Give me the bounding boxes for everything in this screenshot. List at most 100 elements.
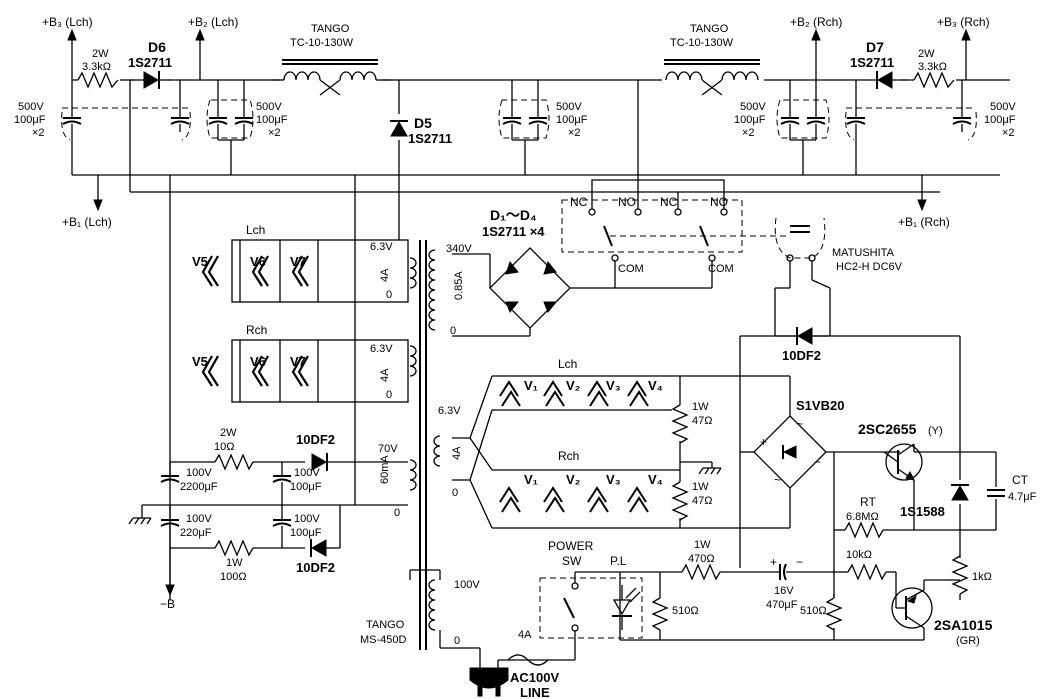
label-sec-70v: 70V bbox=[378, 443, 398, 455]
label-1s1588: 1S1588 bbox=[900, 504, 945, 519]
label-choke-left-brand: TANGO bbox=[311, 23, 350, 35]
label-fil-r1-1w: 1W bbox=[692, 401, 709, 413]
label-c470-uf: 470μF bbox=[766, 599, 798, 611]
label-neg-c2-v: 100V bbox=[294, 467, 320, 479]
label-neg-d1: 10DF2 bbox=[296, 432, 335, 447]
label-v1-rch: V₁ bbox=[524, 472, 538, 487]
ground-bus-top bbox=[72, 80, 1000, 600]
label-v5-lch: V5 bbox=[192, 254, 208, 269]
label-sw: SW bbox=[562, 554, 582, 568]
label-cap-x2-5: ×2 bbox=[1002, 127, 1015, 139]
label-cap-x2-1: ×2 bbox=[32, 127, 45, 139]
label-xfmr-brand: TANGO bbox=[366, 619, 405, 631]
label-b3-lch: +B₃ (Lch) bbox=[42, 15, 93, 29]
label-cap-100uf-5: 100μF bbox=[984, 114, 1016, 126]
label-cap-100uf-1: 100μF bbox=[14, 114, 46, 126]
label-neg-c1-v: 100V bbox=[186, 467, 212, 479]
label-power: POWER bbox=[548, 539, 594, 553]
label-v3-lch: V₃ bbox=[606, 378, 621, 393]
label-sec-340-zero: 0 bbox=[450, 325, 456, 337]
label-sec-60ma: 60mA bbox=[379, 455, 391, 484]
label-rch-heater: Rch bbox=[246, 323, 267, 337]
label-v7-rch: V7 bbox=[290, 354, 306, 369]
label-neg-r2-1w: 1W bbox=[226, 557, 243, 569]
label-v5-rch: V5 bbox=[192, 354, 208, 369]
label-pl: P.L bbox=[610, 554, 627, 568]
label-fil-rch: Rch bbox=[558, 449, 579, 463]
label-relay-brand: MATUSHITA bbox=[832, 247, 895, 259]
label-neg-c3-uf: 220μF bbox=[180, 527, 212, 539]
label-s1vb20: S1VB20 bbox=[796, 398, 844, 413]
label-bridge-tilde-top: ~ bbox=[796, 417, 803, 431]
label-v1-lch: V₁ bbox=[524, 378, 538, 393]
transformer-ms450d bbox=[409, 240, 441, 650]
label-v3-rch: V₃ bbox=[606, 472, 621, 487]
label-fil-lch: Lch bbox=[558, 357, 577, 371]
label-3k3-left: 3.3kΩ bbox=[82, 61, 111, 73]
label-rch-zero: 0 bbox=[386, 389, 392, 401]
label-cap-x2-2: ×2 bbox=[268, 127, 281, 139]
cap-ct bbox=[914, 452, 1005, 531]
label-rch-63v: 6.3V bbox=[370, 343, 393, 355]
label-v4-lch: V₄ bbox=[648, 378, 663, 393]
label-cap-500v-3: 500V bbox=[556, 101, 582, 113]
label-neg-c3-v: 100V bbox=[186, 513, 212, 525]
cap-bank-b3-right bbox=[845, 80, 977, 175]
label-470-1w: 1W bbox=[694, 539, 711, 551]
label-relay-model: HC2-H DC6V bbox=[836, 261, 903, 273]
cap-bank-b2-left bbox=[206, 80, 254, 150]
label-relay-no1: NO bbox=[618, 195, 636, 209]
diode-relay-10df2 bbox=[774, 261, 831, 345]
label-bridge-minus: − bbox=[814, 455, 821, 469]
label-cap-500v-5: 500V bbox=[990, 101, 1016, 113]
label-relay-no2: NO bbox=[710, 195, 728, 209]
label-cap-500v-2: 500V bbox=[256, 101, 282, 113]
label-cap-100uf-3: 100μF bbox=[556, 114, 588, 126]
label-cap-100uf-4: 100μF bbox=[734, 114, 766, 126]
label-v6-lch: V6 bbox=[250, 254, 266, 269]
label-fil-r1-47: 47Ω bbox=[692, 415, 712, 427]
label-fil-r2-1w: 1W bbox=[692, 481, 709, 493]
label-fil-zero: 0 bbox=[452, 487, 458, 499]
label-fuse-4a: 4A bbox=[518, 629, 532, 641]
label-3k3-right: 3.3kΩ bbox=[918, 61, 947, 73]
label-neg-r-10ohm: 10Ω bbox=[214, 441, 234, 453]
label-lch-heater: Lch bbox=[246, 223, 265, 237]
label-1k: 1kΩ bbox=[972, 571, 992, 583]
heater-lch-v5-v7 bbox=[201, 228, 409, 303]
power-switch[interactable] bbox=[539, 571, 643, 660]
label-v7-lch: V7 bbox=[290, 254, 306, 269]
label-neg-r2-100: 100Ω bbox=[220, 571, 247, 583]
label-ct-val: 4.7μF bbox=[1008, 491, 1037, 503]
label-2sc2655: 2SC2655 bbox=[858, 421, 917, 437]
label-d6-part: 1S2711 bbox=[128, 55, 172, 70]
label-neg-b: −B bbox=[160, 597, 175, 611]
relay-hc2 bbox=[561, 175, 826, 289]
pilot-lamp bbox=[612, 585, 641, 630]
choke-right bbox=[662, 59, 764, 96]
resistor-10k bbox=[834, 563, 897, 608]
label-relay-com1: COM bbox=[618, 263, 644, 275]
label-choke-right-brand: TANGO bbox=[690, 23, 729, 35]
label-fil-4a: 4A bbox=[451, 446, 463, 460]
diode-d5 bbox=[390, 80, 408, 228]
label-bridge-part: 1S2711 ×4 bbox=[482, 224, 545, 239]
label-b2-rch: +B₂ (Rch) bbox=[790, 15, 842, 29]
label-c470-plus: + bbox=[770, 555, 777, 569]
transistor-2sc2655 bbox=[883, 443, 996, 530]
label-rch-4a: 4A bbox=[379, 368, 391, 382]
label-ct: CT bbox=[1012, 473, 1029, 487]
label-b3-rch: +B₃ (Rch) bbox=[937, 15, 990, 29]
diode-d7 bbox=[866, 70, 906, 90]
label-relay-diode: 10DF2 bbox=[782, 348, 821, 363]
label-sec-70v-zero: 0 bbox=[394, 507, 400, 519]
label-cap-500v-4: 500V bbox=[740, 101, 766, 113]
label-v6-rch: V6 bbox=[250, 354, 266, 369]
label-fil-r2-47: 47Ω bbox=[692, 495, 712, 507]
pilot-lamp-network bbox=[619, 563, 924, 641]
label-neg-c2-uf: 100μF bbox=[290, 481, 322, 493]
resistor-1k bbox=[951, 555, 969, 600]
choke-left bbox=[272, 59, 390, 96]
label-sec-340v: 340V bbox=[446, 243, 472, 255]
